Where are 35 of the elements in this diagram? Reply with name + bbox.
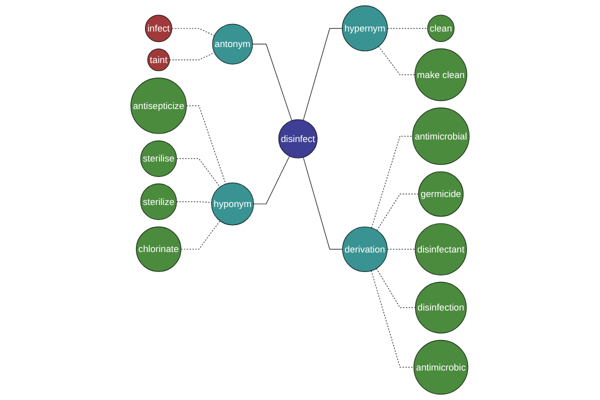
node-circle: disinfection — [415, 282, 467, 334]
connector — [176, 201, 212, 203]
connector — [302, 28, 343, 121]
node-circle: clean — [427, 14, 455, 42]
connector — [302, 156, 343, 250]
connector — [186, 105, 226, 184]
node-circle: chlorinate — [136, 226, 182, 272]
connector — [386, 248, 416, 250]
connector — [180, 220, 220, 250]
connector — [387, 28, 428, 29]
node-circle: infect — [144, 14, 172, 42]
node-circle: antimicrobic — [414, 340, 468, 395]
node-circle: germicide — [418, 171, 464, 217]
connector — [253, 156, 290, 204]
node-circle: antisepticize — [130, 78, 187, 134]
node-circle: sterilize — [140, 183, 177, 220]
node-circle: antonym — [212, 24, 253, 65]
connector — [371, 136, 413, 228]
node-circle: disinfect — [278, 119, 318, 158]
node-circle: sterilise — [140, 140, 177, 177]
connector — [376, 194, 419, 231]
node-circle: derivation — [342, 226, 388, 272]
connector — [378, 46, 416, 76]
connector — [176, 158, 220, 188]
node-circle: make clean — [414, 48, 468, 102]
node-circle: antimicrobial — [412, 108, 470, 165]
node-circle: hyponym — [211, 182, 254, 226]
node-circle: taint — [147, 48, 170, 72]
connector — [252, 44, 292, 121]
node-circle: disinfectant — [414, 223, 467, 276]
connector — [169, 52, 215, 60]
connector — [370, 270, 414, 368]
node-circle: hypernym — [342, 5, 388, 52]
connector — [376, 268, 416, 308]
connector — [172, 28, 215, 36]
